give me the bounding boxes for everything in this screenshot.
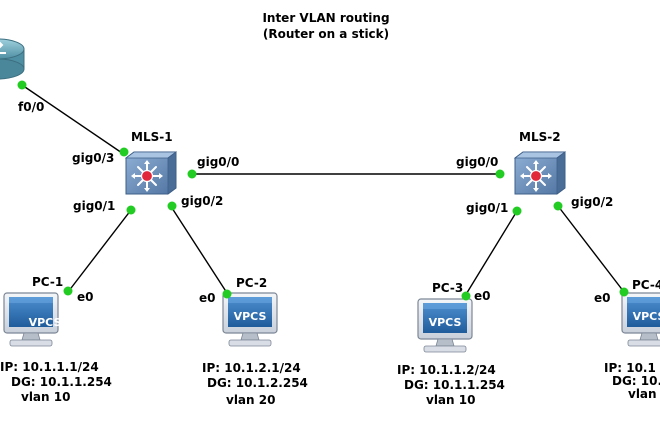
router-icon[interactable] <box>0 38 25 80</box>
diagram-subtitle: (Router on a stick) <box>263 27 389 41</box>
pc-1-screen-label: VPCS <box>29 316 62 329</box>
port-status-dot <box>553 201 563 211</box>
pc-4-screen-label: VPCS <box>633 310 660 323</box>
multilayer-switch-icon <box>514 151 566 195</box>
mls-2-port-gig0-1: gig0/1 <box>466 201 508 215</box>
mls-1-port-gig0-3: gig0/3 <box>72 151 114 165</box>
pc-1-port: e0 <box>77 290 94 304</box>
link-router-mls1 <box>21 84 126 156</box>
mls-2-port-gig0-0: gig0/0 <box>456 155 498 169</box>
port-status-dot <box>119 147 129 157</box>
pc-2-gateway: DG: 10.1.2.254 <box>207 376 308 390</box>
port-status-dot <box>461 291 471 301</box>
mls-1-port-gig0-0: gig0/0 <box>197 155 239 169</box>
pc-4-node[interactable]: VPCS <box>621 292 660 347</box>
pc-2-node[interactable]: VPCS <box>222 292 278 347</box>
mls-1-switch[interactable] <box>125 151 177 195</box>
mls-2-name: MLS-2 <box>519 130 561 144</box>
pc-2-screen-label: VPCS <box>234 310 267 323</box>
pc-4-port: e0 <box>594 291 611 305</box>
mls-2-port-gig0-2: gig0/2 <box>571 195 613 209</box>
pc-1-info: IP: 10.1.1.1/24 DG: 10.1.1.254 vlan 10 <box>0 360 112 404</box>
pc-1-name: PC-1 <box>32 275 63 289</box>
pc-4-gateway: DG: 10.1 <box>612 374 660 388</box>
pc-3-screen-label: VPCS <box>429 316 462 329</box>
pc-2-vlan: vlan 20 <box>226 393 275 407</box>
pc-1-gateway: DG: 10.1.1.254 <box>11 375 112 389</box>
mls-1-port-gig0-1: gig0/1 <box>73 199 115 213</box>
mls-1-port-gig0-2: gig0/2 <box>181 194 223 208</box>
pc-1-ip: IP: 10.1.1.1/24 <box>0 360 99 374</box>
pc-4-vlan: vlan <box>628 387 657 401</box>
pc-3-node[interactable]: VPCS <box>417 298 473 353</box>
pc-3-vlan: vlan 10 <box>426 393 475 407</box>
port-status-dot <box>167 201 177 211</box>
port-status-dot <box>619 287 629 297</box>
pc-2-port: e0 <box>199 291 216 305</box>
mls-1-name: MLS-1 <box>131 130 173 144</box>
pc-1-node[interactable]: VPCS <box>3 292 62 347</box>
port-status-dot <box>63 286 73 296</box>
multilayer-switch-icon <box>125 151 177 195</box>
pc-4-ip: IP: 10.1 <box>604 361 656 375</box>
port-status-dot <box>187 169 197 179</box>
port-status-dot <box>222 289 232 299</box>
diagram-title: Inter VLAN routing <box>262 11 389 25</box>
pc-3-port: e0 <box>474 289 491 303</box>
port-status-dot <box>126 205 136 215</box>
pc-3-info: IP: 10.1.1.2/24 DG: 10.1.1.254 vlan 10 <box>397 363 505 407</box>
link-mls1-pc1 <box>67 209 132 293</box>
pc-3-ip: IP: 10.1.1.2/24 <box>397 363 496 377</box>
port-status-dot <box>495 169 505 179</box>
mls-2-switch[interactable] <box>514 151 566 195</box>
pc-2-name: PC-2 <box>236 276 267 290</box>
link-mls1-pc2 <box>171 207 228 294</box>
router-port-label: f0/0 <box>18 100 44 114</box>
pc-4-name: PC-4 <box>632 278 660 292</box>
pc-3-name: PC-3 <box>432 281 463 295</box>
pc-2-info: IP: 10.1.2.1/24 DG: 10.1.2.254 vlan 20 <box>202 361 308 407</box>
port-status-dot <box>512 206 522 216</box>
port-status-dot <box>17 80 27 90</box>
pc-3-gateway: DG: 10.1.1.254 <box>404 378 505 392</box>
pc-2-ip: IP: 10.1.2.1/24 <box>202 361 301 375</box>
pc-4-info: IP: 10.1 DG: 10.1 vlan <box>604 361 660 401</box>
pc-1-vlan: vlan 10 <box>21 390 70 404</box>
link-mls2-pc4 <box>557 205 625 293</box>
link-mls2-pc3 <box>464 210 518 297</box>
